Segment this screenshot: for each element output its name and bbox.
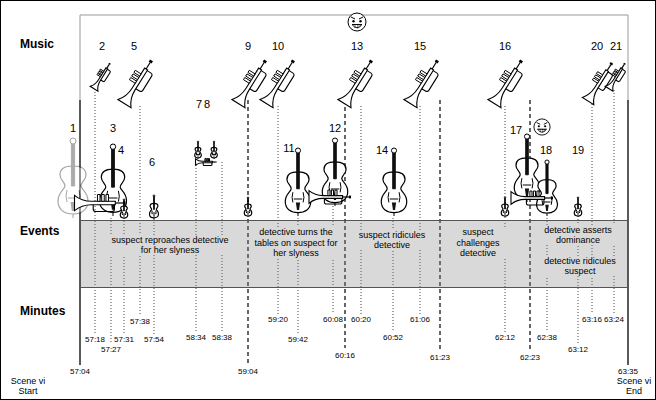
scene-marker: Scene vi End [611, 377, 656, 397]
grin-emoji [534, 119, 550, 135]
minute-mark: 62:38 [536, 333, 558, 342]
trumpet-symbol [337, 56, 378, 108]
minute-mark: 58:34 [185, 333, 207, 342]
callout-number: 18 [540, 144, 552, 157]
event-text: detective ridicules suspect [536, 256, 624, 277]
violin-symbol [195, 141, 202, 159]
minute-mark: 57:31 [113, 335, 135, 344]
cello-symbol [537, 160, 558, 216]
minute-mark: 57:54 [143, 335, 165, 344]
callout-number: 8 [204, 98, 210, 111]
events-band: suspect reproaches detective for her sly… [80, 220, 628, 288]
violin-symbol [501, 197, 509, 217]
event-text: detective turns the tables on suspect fo… [250, 227, 342, 258]
callout-number: 14 [376, 144, 388, 157]
minute-mark: 60:08 [322, 315, 344, 324]
event-text: suspect reproaches detective for her sly… [103, 235, 237, 256]
row-heading: Minutes [20, 305, 65, 319]
callout-number: 17 [510, 124, 522, 137]
minute-mark: 59:04 [237, 367, 259, 376]
minute-mark: 57:38 [129, 317, 151, 326]
trumpet-symbol [487, 56, 528, 108]
event-text: detective asserts dominance [531, 225, 625, 246]
callout-number: 21 [610, 40, 622, 53]
callout-number: 4 [118, 144, 124, 157]
callout-number: 10 [272, 40, 284, 53]
minute-mark: 62:12 [494, 333, 516, 342]
minute-mark: 58:38 [211, 333, 233, 342]
event-text: suspect ridicules detective [350, 230, 434, 251]
minute-mark: 57:04 [69, 367, 91, 376]
trumpet-symbol [90, 61, 114, 92]
minute-mark: 60:20 [350, 315, 372, 324]
minute-mark: 59:42 [287, 335, 309, 344]
minute-mark: 63:16 [581, 315, 603, 324]
violin-symbol [211, 141, 218, 159]
scene-marker: Scene vi Start [5, 377, 51, 397]
violin-symbol [574, 197, 582, 217]
event-text: suspect challenges detective [441, 227, 515, 258]
callout-number: 9 [245, 40, 251, 53]
leader-line [505, 106, 506, 332]
callout-number: 15 [414, 40, 426, 53]
trumpet-symbol [75, 195, 126, 212]
callout-number: 20 [591, 40, 603, 53]
callout-number: 5 [131, 40, 137, 53]
minute-mark: 60:52 [382, 333, 404, 342]
minute-mark: 57:18 [84, 335, 106, 344]
violin-symbol [150, 195, 159, 219]
row-heading: Events [20, 225, 59, 239]
callout-number: 19 [572, 144, 584, 157]
trumpet-symbol [117, 56, 158, 108]
leader-line [95, 92, 96, 334]
minute-mark: 63:12 [567, 345, 589, 354]
violin-symbol [120, 199, 128, 219]
callout-number: 16 [499, 40, 511, 53]
callout-number: 12 [329, 122, 341, 135]
cello-symbol [381, 148, 407, 216]
minute-mark: 60:16 [334, 351, 356, 360]
callout-number: 2 [99, 40, 105, 53]
minute-mark: 63:35 [617, 367, 639, 376]
callout-number: 6 [149, 156, 155, 169]
trumpet-symbol [259, 56, 300, 108]
callout-number: 13 [351, 40, 363, 53]
row-heading: Music [20, 38, 54, 52]
minute-mark: 62:23 [519, 353, 541, 362]
callout-number: 7 [196, 98, 202, 111]
trumpet-symbol [403, 56, 444, 108]
callout-number: 11 [283, 142, 294, 155]
minute-mark: 61:06 [409, 315, 431, 324]
trumpet-symbol [511, 191, 553, 205]
minute-mark: 57:27 [100, 345, 122, 354]
grin-emoji [348, 13, 366, 31]
violin-symbol [244, 197, 252, 217]
callout-number: 1 [70, 122, 76, 135]
callout-number: 3 [110, 122, 116, 135]
trumpet-symbol [196, 159, 217, 166]
trumpet-symbol [605, 61, 629, 92]
minute-mark: 59:20 [267, 315, 289, 324]
minute-mark: 63:24 [603, 315, 625, 324]
cello-symbol [285, 148, 311, 216]
minute-mark: 61:23 [429, 353, 451, 362]
trumpet-symbol [309, 190, 351, 204]
